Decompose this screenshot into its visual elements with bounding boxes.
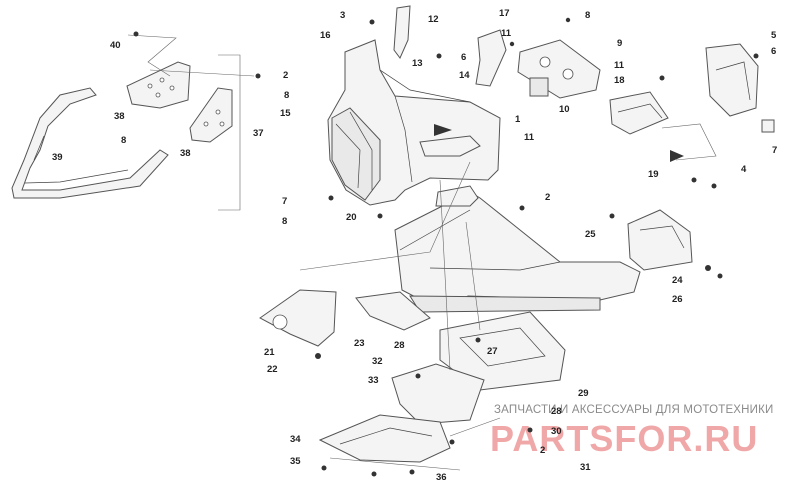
callout-12: 12: [428, 14, 439, 25]
callout-28a: 28: [394, 340, 405, 351]
brace-12-part: [393, 5, 411, 59]
callout-6a: 6: [461, 52, 466, 63]
callout-26: 26: [672, 294, 683, 305]
bracket-10-part: [529, 77, 549, 97]
callout-31: 31: [580, 462, 591, 473]
arrow-marker-icon: [670, 150, 684, 162]
callout-37: 37: [253, 128, 264, 139]
arrow-marker-icon: [434, 124, 452, 136]
callout-24: 24: [672, 275, 683, 286]
callout-27: 27: [487, 346, 498, 357]
cap-7-part: [761, 119, 775, 133]
callout-25: 25: [585, 229, 596, 240]
callout-29: 29: [578, 388, 589, 399]
callout-16: 16: [320, 30, 331, 41]
brace-17-part: [475, 29, 507, 87]
bracket-23-part: [355, 291, 431, 331]
bracket-21-part: [259, 289, 337, 347]
callout-33: 33: [368, 375, 379, 386]
callout-4: 4: [741, 164, 747, 175]
mount-5-part: [705, 43, 759, 117]
callout-8c: 8: [284, 90, 289, 101]
callout-7a: 7: [772, 145, 777, 156]
skid-34-part: [318, 414, 451, 463]
callout-9: 9: [617, 38, 622, 49]
callout-34: 34: [290, 434, 301, 445]
callout-39: 39: [52, 152, 63, 163]
callout-13: 13: [412, 58, 423, 69]
callout-40: 40: [110, 40, 121, 51]
chassis-part: [394, 185, 641, 313]
callout-32: 32: [372, 356, 383, 367]
callout-18: 18: [614, 75, 625, 86]
callout-5: 5: [771, 30, 777, 41]
front-frame-part: [327, 39, 501, 206]
callout-38a: 38: [114, 111, 125, 122]
watermark-logo: PARTSFOR.RU: [490, 418, 759, 459]
callout-2b: 2: [545, 192, 550, 203]
callout-28b: 28: [551, 406, 562, 417]
plate-33-part: [391, 363, 485, 425]
callout-21: 21: [264, 347, 275, 358]
callout-19: 19: [648, 169, 659, 180]
bumper-bracket-upper: [126, 61, 191, 109]
callout-17: 17: [499, 8, 510, 19]
callout-30: 30: [551, 426, 562, 437]
callout-36: 36: [436, 472, 447, 483]
pan-28-part: [439, 311, 566, 391]
callout-10: 10: [559, 104, 570, 115]
fasteners: [133, 17, 759, 477]
callout-20: 20: [346, 212, 357, 223]
watermark-tagline: ЗАПЧАСТИ И АКСЕССУАРЫ ДЛЯ МОТОТЕХНИКИ: [494, 404, 774, 416]
callout-38b: 38: [180, 148, 191, 159]
callout-8a: 8: [121, 135, 126, 146]
callout-11a: 11: [501, 28, 512, 39]
group-bracket-line: [218, 54, 241, 211]
bumper-part: [11, 87, 169, 199]
callout-8b: 8: [585, 10, 590, 21]
callout-labels: 40 2 37 38 8 38 39 3 12 16 17 11 8 6 13 …: [52, 8, 777, 483]
callout-23: 23: [354, 338, 365, 349]
callout-11c: 11: [614, 60, 625, 71]
callout-8d: 8: [282, 216, 287, 227]
bumper-bracket-lower: [189, 87, 233, 143]
callout-1: 1: [515, 114, 521, 125]
callout-2c: 2: [540, 445, 545, 456]
callout-2a: 2: [283, 70, 288, 81]
callout-15: 15: [280, 108, 291, 119]
callout-22: 22: [267, 364, 278, 375]
callout-35: 35: [290, 456, 301, 467]
callout-7b: 7: [282, 196, 287, 207]
callout-14: 14: [459, 70, 470, 81]
callout-3: 3: [340, 10, 345, 21]
callout-11b: 11: [524, 132, 535, 143]
callout-6b: 6: [771, 46, 776, 57]
module-18-part: [609, 91, 669, 135]
rear-mount-part: [627, 209, 693, 271]
